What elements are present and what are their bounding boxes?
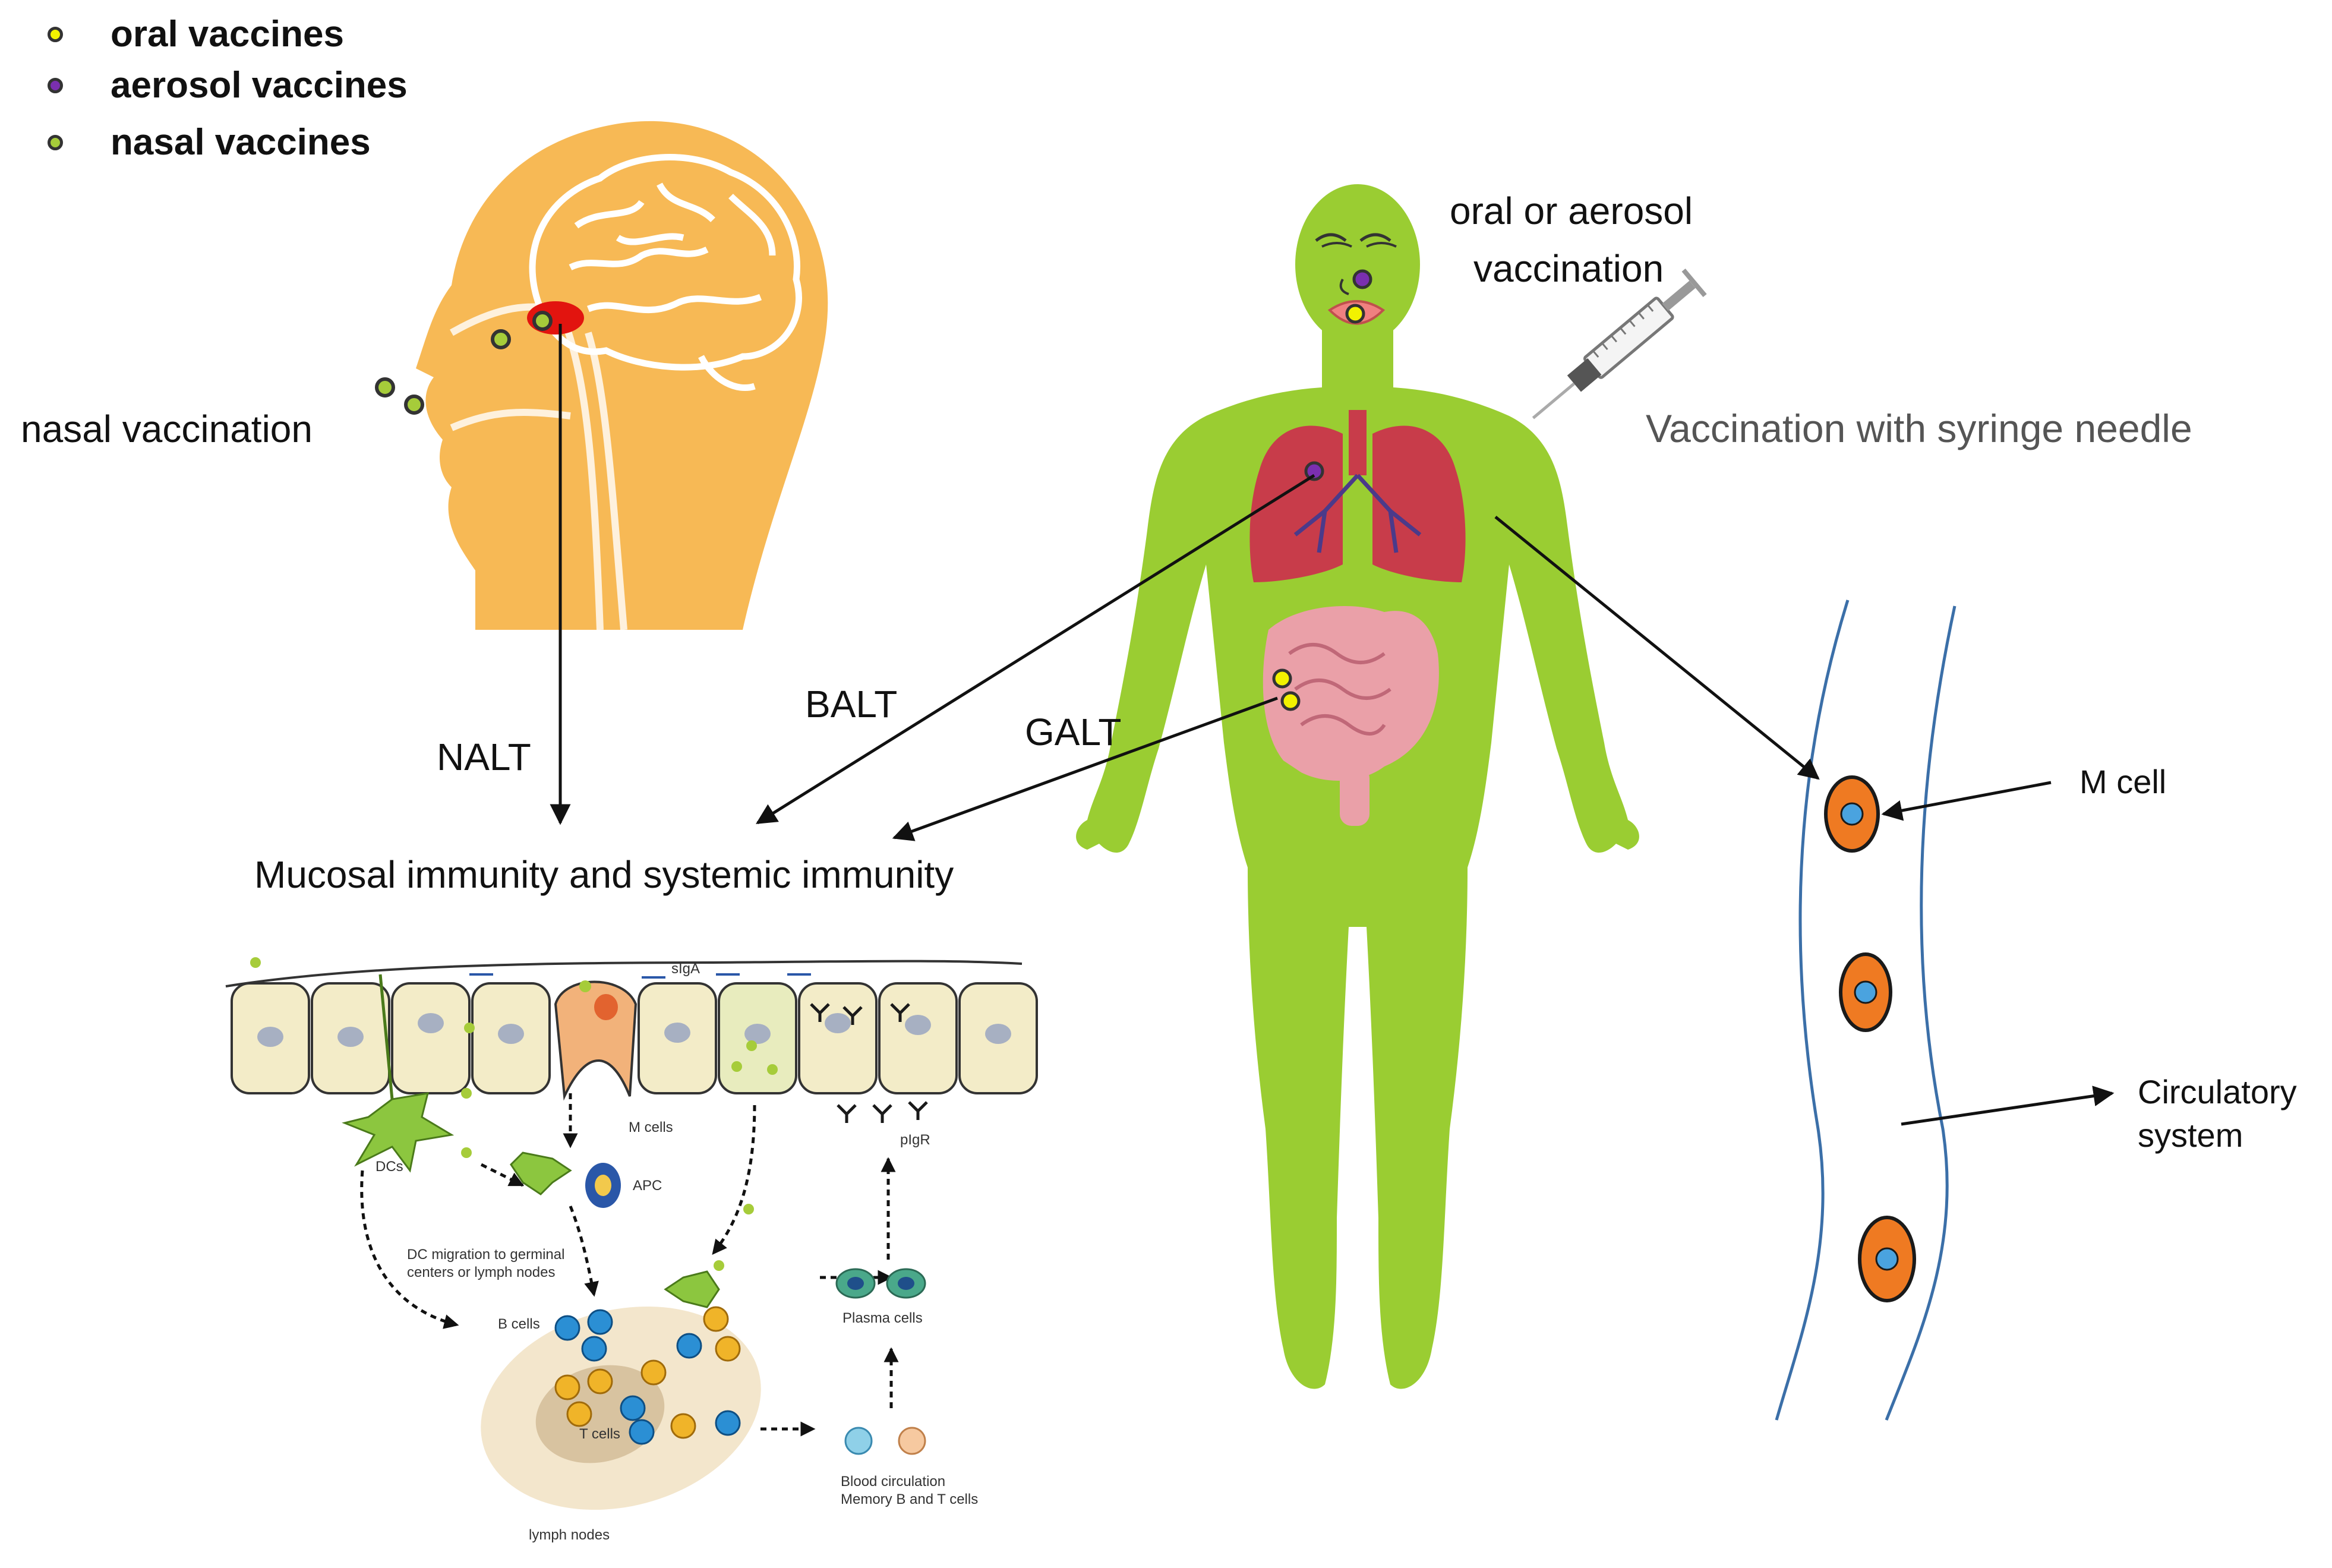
blood-vessel [1775,600,1957,1421]
balt-arrow [756,474,1315,825]
human-body [1076,184,1639,1389]
nasal-vaccination-label: nasal vaccination [21,408,313,450]
m-cell [1824,775,1880,853]
head-illustration [375,121,828,630]
galt-arrow [892,696,1278,841]
legend-label-aerosol: aerosol vaccines [111,65,408,106]
arrows [550,324,2115,1126]
legend-item-oral: oral vaccines [48,13,344,55]
t-cells [554,1306,741,1439]
cell-nuclei [257,994,1011,1047]
circulatory-label-line2: system [2138,1116,2243,1154]
oral-dot-icon [48,26,63,42]
syringe-label: Vaccination with syringe needle [1646,406,2192,450]
siga-label: sIgA [671,961,700,977]
b-cells [554,1309,741,1445]
oral-aerosol-label-line2: vaccination [1473,247,1664,290]
t-cells-label: T cells [579,1426,620,1442]
mucosal-systemic-label: Mucosal immunity and systemic immunity [254,853,954,896]
aerosol-dot-icon [48,77,63,93]
brain-icon [529,154,802,392]
lymph-nodes-label: lymph nodes [529,1527,610,1543]
dc-migration-label-line1: DC migration to germinal [407,1247,565,1263]
dendritic-cell [342,1092,455,1173]
blood-circulation-label-line2: Memory B and T cells [841,1491,979,1507]
circulatory-label-line1: Circulatory [2138,1073,2297,1110]
balt-label: BALT [805,683,898,725]
syringe-icon [1532,268,1707,419]
legend-item-aerosol: aerosol vaccines [48,64,408,106]
galt-label: GALT [1025,711,1122,753]
plasma-cells-label: Plasma cells [842,1310,923,1326]
legend-label-nasal: nasal vaccines [111,122,371,163]
circulatory-arrow [1901,1086,2115,1126]
nasal-dot-icon [48,134,63,150]
cell [1858,1216,1916,1302]
cell-group [1824,775,1916,1302]
mucosal-inset [225,957,1038,1510]
b-cells-label: B cells [498,1316,540,1332]
m-cells-label: M cells [629,1119,673,1135]
nasal-vaccine-dots [375,311,553,415]
intestine-icon [1263,606,1439,826]
apc-label: APC [633,1178,662,1194]
syringe-to-vessel-arrow [1494,516,1820,780]
dcs-label: DCs [375,1159,403,1175]
blood-circulation-label-line1: Blood circulation [841,1474,946,1490]
pigr-label: pIgR [900,1132,930,1148]
dc-migration-label-line2: centers or lymph nodes [407,1264,556,1280]
cell [1839,952,1892,1032]
oral-aerosol-label-line1: oral or aerosol [1450,190,1693,232]
legend-label-oral: oral vaccines [111,14,344,55]
lungs-icon [1249,410,1466,582]
legend-item-nasal: nasal vaccines [48,121,371,163]
m-cell-label: M cell [2079,763,2167,800]
nalt-label: NALT [437,736,531,778]
m-cell-arrow [1881,781,2052,821]
